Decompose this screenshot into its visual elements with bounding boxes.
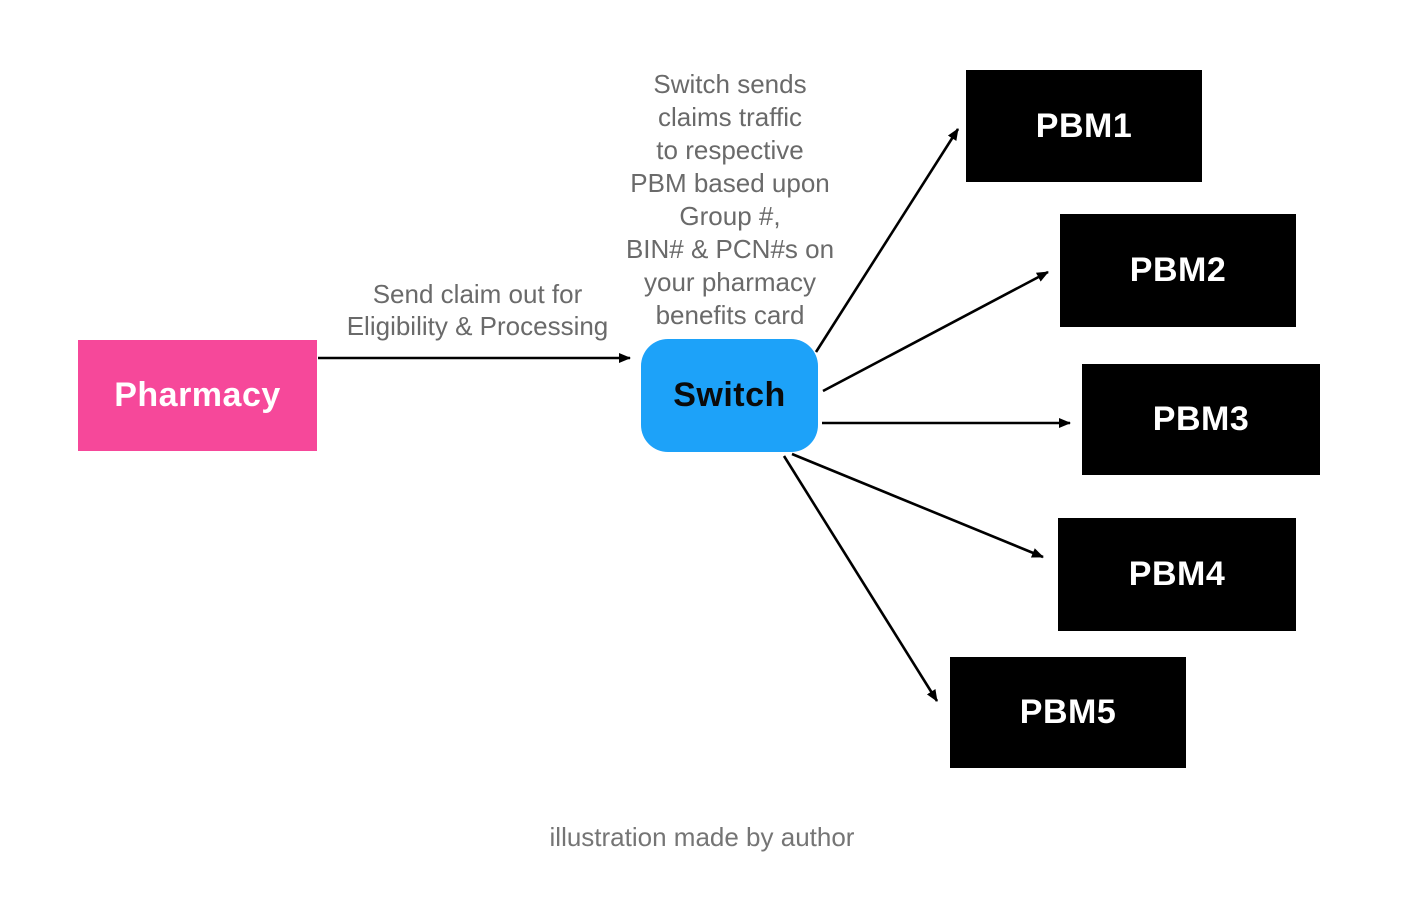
arrow-switch-to-pbm4 — [791, 452, 1044, 559]
claim-arrow-label: Send claim out for Eligibility & Process… — [346, 279, 609, 341]
pbm3-label: PBM3 — [1152, 400, 1250, 438]
pharmacy-node: Pharmacy — [78, 340, 317, 451]
switch-node: Switch — [641, 339, 818, 452]
pbm1-label: PBM1 — [1035, 106, 1133, 145]
pbm4-node: PBM4 — [1058, 518, 1296, 631]
pbm2-label: PBM2 — [1129, 251, 1227, 289]
pbm4-label: PBM4 — [1128, 555, 1226, 593]
arrow-switch-to-pbm5 — [782, 455, 939, 702]
switch-label: Switch — [673, 376, 786, 414]
pbm2-node: PBM2 — [1060, 214, 1296, 327]
pharmacy-label: Pharmacy — [114, 376, 281, 414]
switch-note: Switch sends claims traffic to respectiv… — [625, 69, 835, 330]
pbm3-node: PBM3 — [1082, 364, 1320, 475]
pbm1-node: PBM1 — [966, 70, 1202, 182]
pbm5-label: PBM5 — [1019, 693, 1117, 731]
pbm5-node: PBM5 — [950, 657, 1186, 768]
caption: illustration made by author — [549, 822, 855, 852]
